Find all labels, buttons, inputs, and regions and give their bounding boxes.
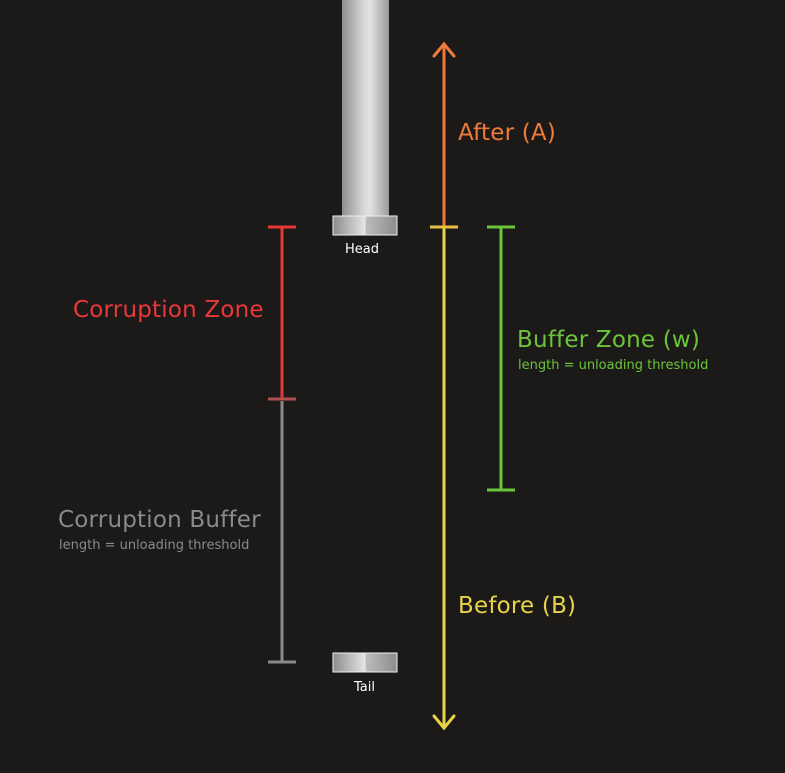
after-label: After (A) <box>458 120 557 146</box>
corruption-buffer-sublabel: length = unloading threshold <box>59 538 250 553</box>
buffer-zone-label: Buffer Zone (w) <box>517 327 701 353</box>
after-arrow <box>432 41 456 229</box>
tail-label: Tail <box>354 680 375 695</box>
corruption-zone-bracket <box>268 225 296 399</box>
head-cap <box>332 215 398 236</box>
corruption-buffer-label: Corruption Buffer <box>58 507 261 533</box>
buffer-zone-sublabel: length = unloading threshold <box>518 358 709 373</box>
tail-cap <box>332 652 398 673</box>
before-arrow <box>432 225 456 731</box>
head-label: Head <box>345 242 379 257</box>
before-label: Before (B) <box>458 593 577 619</box>
corruption-buffer-bracket <box>268 401 296 664</box>
head-pillar <box>342 0 389 218</box>
corruption-zone-label: Corruption Zone <box>73 297 264 323</box>
buffer-zone-bracket <box>487 225 515 492</box>
